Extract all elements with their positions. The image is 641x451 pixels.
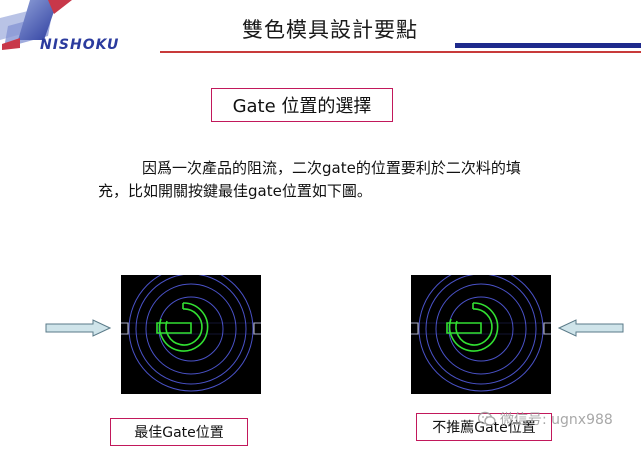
watermark-text: 微信号: ugnx988 [500, 412, 613, 428]
header-rule-blue [455, 43, 641, 48]
gate-diagram-not-recommended [411, 275, 551, 394]
caption-best-gate: 最佳Gate位置 [110, 418, 248, 446]
logo-text: NISHOKU [40, 37, 119, 53]
body-paragraph: 因爲一次產品的阻流，二次gate的位置要利於二次料的填 充，比如開關按鍵最佳ga… [98, 157, 588, 203]
gate-diagram-best [121, 275, 261, 394]
wechat-icon [478, 411, 496, 426]
paragraph-line-2: 充，比如開關按鍵最佳gate位置如下圖。 [98, 182, 372, 200]
arrow-right-icon [45, 319, 111, 337]
topic-box: Gate 位置的選擇 [211, 88, 393, 122]
watermark: 微信号: ugnx988 [478, 409, 613, 429]
caption-not-recommended-gate: 不推薦Gate位置 [416, 413, 552, 441]
nishoku-logo: NISHOKU [0, 0, 119, 53]
paragraph-line-1: 因爲一次產品的阻流，二次gate的位置要利於二次料的填 [142, 159, 521, 177]
header-rule-red [160, 51, 641, 53]
arrow-left-icon [558, 319, 624, 337]
page-title: 雙色模具設計要點 [242, 18, 418, 42]
